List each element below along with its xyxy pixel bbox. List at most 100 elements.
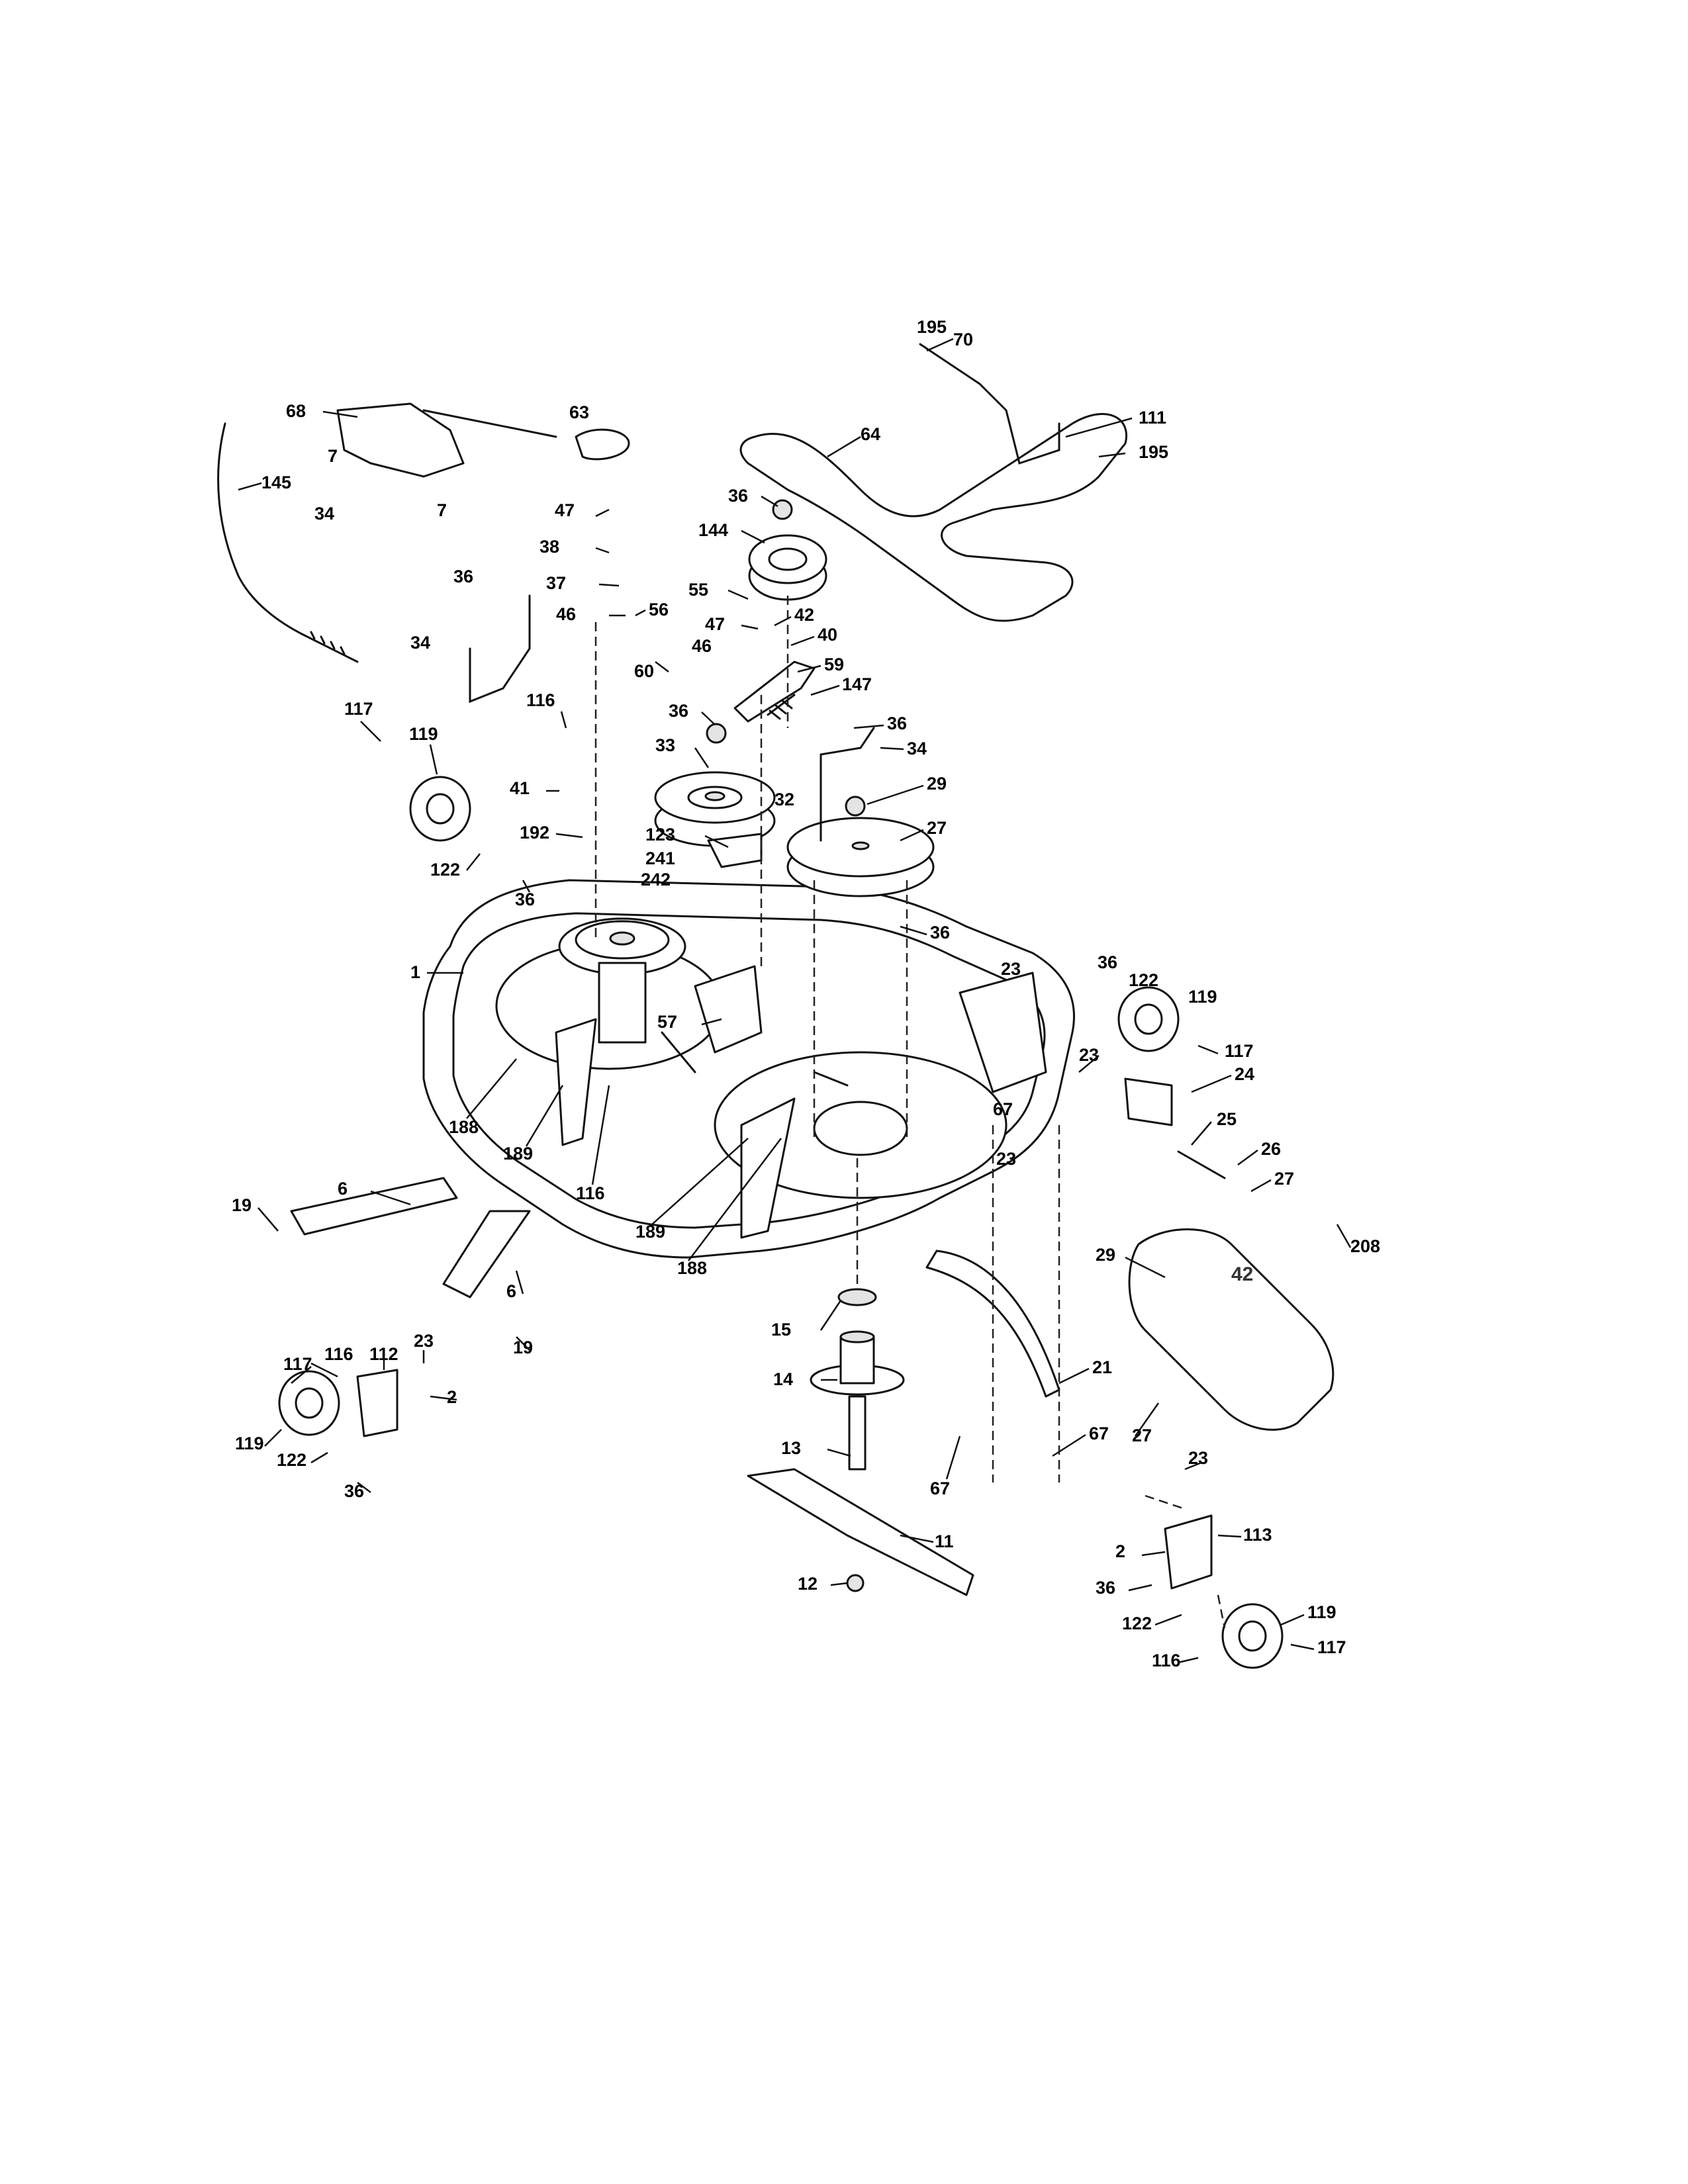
gauge-wheel-upper-right [1117,986,1180,1052]
callout-57-top: 47 [555,500,575,520]
callout-152: 145 [261,473,291,492]
leader-lines [238,338,1352,1664]
spring-24 [1177,1150,1226,1179]
callout-112: 113 [1243,1525,1272,1545]
callout-63: 59 [824,655,844,674]
callout-37: 34 [314,504,334,523]
callout-116-right: 117 [1225,1041,1254,1061]
callout-43: 38 [539,537,559,557]
callout-123: 111 [1139,408,1166,428]
callout-21-c: 23 [996,1149,1016,1169]
callout-64: 60 [634,661,654,681]
callout-26: 27 [1274,1169,1294,1189]
callout-2-lower-right: 2 [1115,1541,1125,1561]
spindle-shaft-13 [848,1395,867,1471]
callout-116-lower-right: 117 [1317,1637,1346,1657]
right-hanger-bracket [740,1097,796,1239]
callout-147: 147 [842,674,872,694]
spindle-housing-14 [810,1330,905,1396]
callout-32: 27 [927,818,947,838]
callout-40-top: 36 [728,486,748,506]
extension-spring [303,631,359,663]
callout-21-b: 23 [1079,1045,1099,1065]
callout-145: 144 [698,520,728,540]
callout-60: 56 [649,600,669,619]
callout-116-upper-left: 117 [344,699,373,719]
nut-33 [845,796,866,817]
callout-labels: 195 70 111 195 64 68 63 7 7 145 34 47 38… [232,317,1380,1670]
callout-21-a: 23 [1001,959,1021,979]
callout-62: 57 [657,1012,677,1032]
deck-badge-text: 42 [1231,1263,1253,1285]
mower-blade-11 [747,1468,974,1596]
callout-7-b: 7 [437,500,447,520]
callout-6-upper: 6 [338,1179,348,1199]
callout-119-lower-left: 122 [277,1450,306,1470]
callout-116-lower-left: 117 [283,1354,312,1374]
callout-69-lower: 67 [930,1479,950,1498]
callout-24: 25 [1217,1109,1237,1129]
callout-29: 29 [1096,1245,1115,1265]
tension-spring-147 [767,694,796,720]
callout-188-right: 188 [677,1258,707,1278]
callout-113-upper: 116 [526,690,555,710]
spindle-pulley-32 [786,817,935,897]
nut-40-top [772,499,793,520]
callout-15: 15 [771,1320,791,1340]
deck-badge: 42 [1231,1263,1253,1285]
wheel-bracket-23 [1124,1077,1173,1126]
callout-192: 192 [520,823,549,842]
callout-41-left: 36 [453,567,473,586]
belt-guide-rod [919,343,1060,465]
stabilizer-bar-upper [290,1177,458,1236]
callout-11: 11 [935,1531,954,1551]
callout-40-right: 36 [1098,952,1117,972]
callout-21-lower-left: 23 [414,1331,434,1351]
callout-195-right: 195 [1139,442,1168,462]
callout-47: 41 [510,778,530,798]
callout-40-lower-left: 36 [344,1481,364,1501]
callout-117-lower-left: 119 [235,1433,264,1453]
gauge-wheel-upper-left [409,776,471,842]
callout-12: 12 [798,1574,818,1594]
wheel-bracket-111 [356,1369,399,1437]
callout-14: 14 [773,1369,793,1389]
callout-33: 29 [927,774,947,794]
lift-rod [422,409,557,438]
callout-6-lower: 6 [506,1281,516,1301]
callout-208: 208 [1350,1236,1380,1256]
callout-119-right: 122 [1129,970,1158,990]
callout-195-top: 195 [917,317,947,337]
drive-belt [739,413,1127,622]
callout-119-upper-left: 122 [430,860,460,880]
callout-113-lower-right: 116 [1152,1651,1181,1670]
callout-42: 37 [546,573,566,593]
callout-2-lower-left: 2 [447,1387,457,1407]
idler-pulley-36 [654,771,776,847]
callout-41-lower: 36 [930,923,950,942]
callout-69-upper: 67 [993,1099,1013,1119]
flat-idler-pulley-145 [748,534,827,601]
callout-241: 241 [645,848,675,868]
callout-68: 64 [861,424,880,444]
callout-242: 242 [641,870,671,889]
callout-41-right: 36 [887,713,907,733]
stabilizer-bar-lower [442,1210,531,1298]
callout-113-left: 116 [576,1183,605,1203]
callout-69-right: 67 [1089,1424,1109,1443]
lift-arm-38-left [469,594,531,704]
callout-67: 63 [569,402,589,422]
callout-40-idler: 36 [669,701,688,721]
callout-117-right: 119 [1188,987,1217,1007]
callout-119-lower-right: 122 [1122,1614,1152,1633]
lift-arm-38-right [820,727,875,842]
left-hanger-bracket [555,1018,597,1146]
callout-36: 33 [655,735,675,755]
handle-knob-67 [575,428,630,461]
callout-57-mid: 47 [705,614,725,634]
bearing-15 [837,1288,877,1306]
callout-70: 68 [286,401,306,421]
callout-19-lower: 19 [513,1338,533,1357]
callout-188-left: 188 [449,1117,479,1137]
idler-bracket-144 [707,833,763,868]
